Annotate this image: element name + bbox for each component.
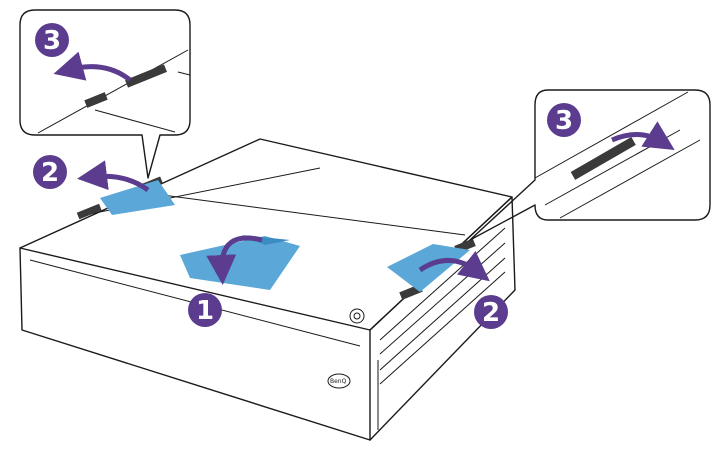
power-button	[349, 308, 365, 324]
inset-left	[19, 9, 191, 179]
step-badge-2-left: 2	[33, 155, 67, 189]
step-badge-3-left: 3	[35, 23, 69, 57]
brand-logo-text: BenQ	[330, 378, 347, 385]
arrow-step1	[206, 235, 263, 285]
step-badge-2-right: 2	[474, 295, 508, 329]
inset-right	[469, 89, 711, 241]
step-badge-1: 1	[188, 293, 222, 327]
step-badge-3-right-text: 3	[555, 106, 573, 136]
arrow-step2-left	[77, 160, 150, 193]
step-badge-3-right: 3	[547, 103, 581, 137]
brand-logo: BenQ	[327, 373, 351, 389]
tape-right	[387, 244, 470, 292]
step-badge-2-left-text: 2	[41, 158, 59, 188]
step-badge-1-text: 1	[196, 296, 214, 326]
step-badge-2-right-text: 2	[482, 298, 500, 328]
step-badge-3-left-text: 3	[43, 26, 61, 56]
tape-left	[100, 180, 175, 215]
arrow-step2-right	[418, 250, 490, 282]
tape-center	[180, 235, 300, 290]
